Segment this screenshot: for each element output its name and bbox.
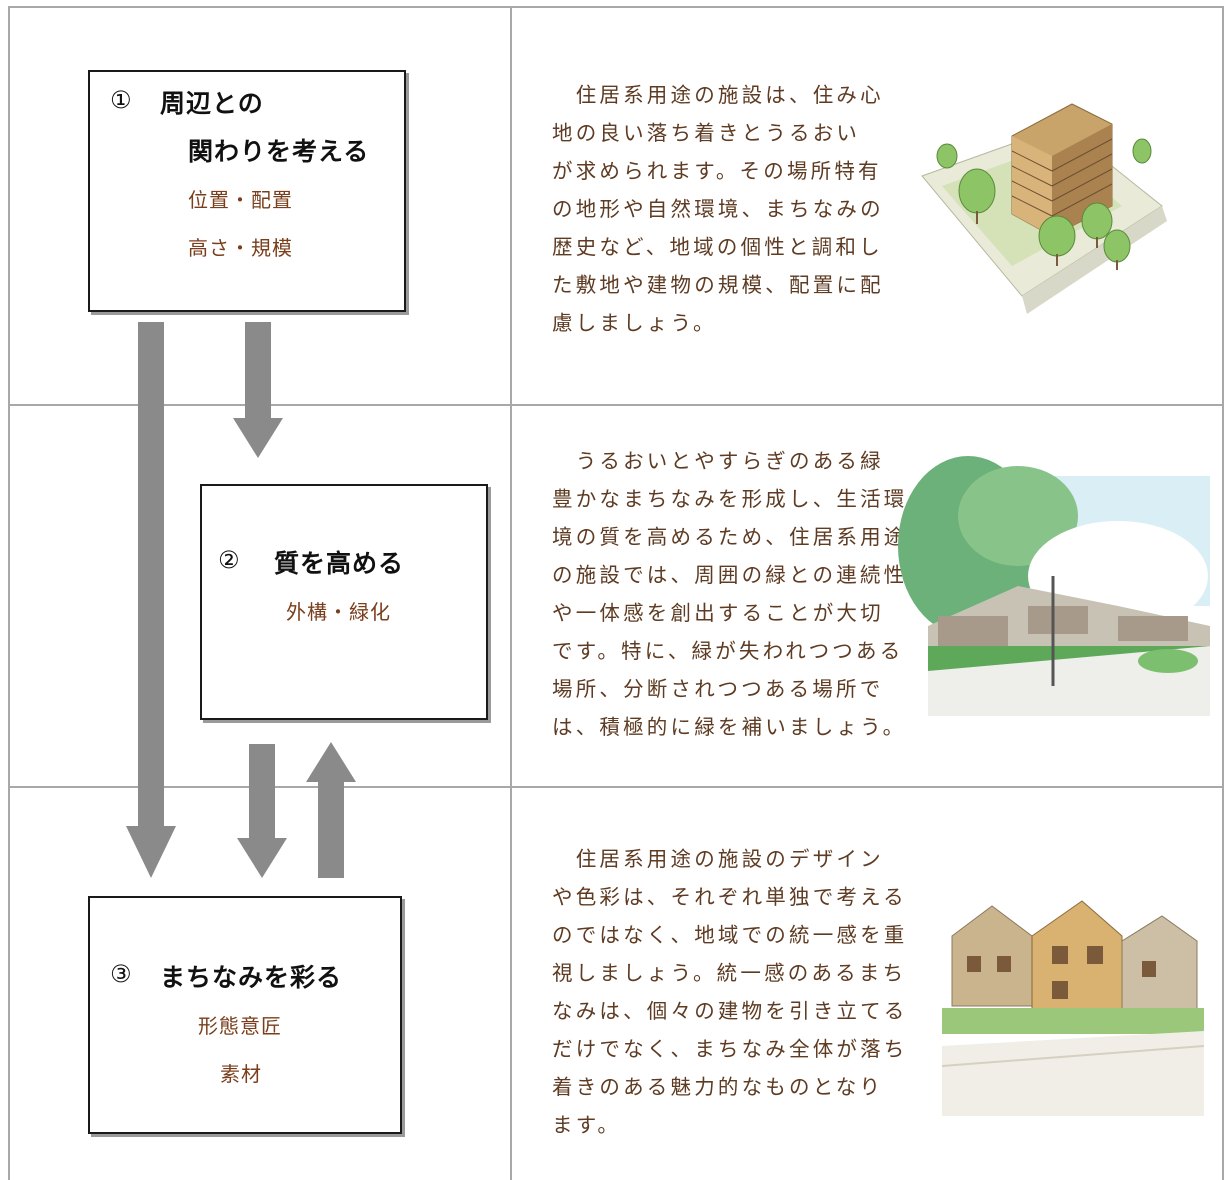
step-title-3: まちなみを彩る [160,963,343,992]
grid-right-border [1222,6,1224,1180]
description-3-line: 住居系用途の施設のデザイン [552,847,884,871]
grid-column-divider [510,6,512,1180]
step-title-1-line-1: 周辺との [160,89,264,118]
description-1-line: た敷地や建物の規模、配置に配 [552,273,884,297]
grid-row-divider-2 [8,786,1224,788]
description-1-line: 住居系用途の施設は、住み心 [552,83,884,107]
description-2: うるおいとやすらぎのある緑 豊かなまちなみを形成し、生活環 境の質を高めるため、… [552,442,908,746]
description-2-line: うるおいとやすらぎのある緑 [552,449,884,473]
step-subitem-3-b: 素材 [220,1062,262,1086]
step-title-2: 質を高める [274,549,405,578]
step-subitem-1-b: 高さ・規模 [188,236,293,260]
description-1: 住居系用途の施設は、住み心 地の良い落ち着きとうるおい が求められます。その場所… [552,76,884,342]
description-1-line: の地形や自然環境、まちなみの [552,197,884,221]
step-number-3: ③ [110,960,132,988]
description-1-line: 地の良い落ち着きとうるおい [552,121,861,145]
description-1-line: が求められます。その場所特有 [552,159,882,183]
grid-left-border [8,6,10,1180]
description-3-line: 視しましょう。統一感のあるまち [552,961,907,985]
arrow-down-long [126,322,176,878]
townhouse-street-illustration [941,896,1205,1116]
green-streetscape-illustration [898,456,1210,716]
description-2-line: は、積極的に緑を補いましょう。 [552,715,907,739]
description-2-line: 場所、分断されつつある場所で [552,677,884,701]
arrow-up-to-step2 [306,742,356,878]
description-3-line: のではなく、地域での統一感を重 [552,923,908,947]
description-1-line: 慮しましょう。 [552,311,717,335]
description-2-line: です。特に、緑が失われつつある [552,639,904,663]
arrow-down-to-step3 [237,744,287,878]
step-number-2: ② [218,546,240,574]
description-3-line: 着きのある魅力的なものとなり [552,1075,884,1099]
description-3: 住居系用途の施設のデザイン や色彩は、それぞれ単独で考える のではなく、地域での… [552,840,908,1144]
arrow-down-to-step2 [233,322,283,458]
step-subitem-3-a: 形態意匠 [198,1014,282,1038]
description-3-line: なみは、個々の建物を引き立てる [552,999,908,1023]
description-3-line: や色彩は、それぞれ単独で考える [552,885,907,909]
step-number-1: ① [110,86,132,114]
description-2-line: 境の質を高めるため、住居系用途 [552,525,908,549]
step-subitem-2-a: 外構・緑化 [286,600,391,624]
description-2-line: の施設では、周囲の緑との連続性 [552,563,908,587]
step-box-1: ① 周辺との 関わりを考える 位置・配置 高さ・規模 [88,70,406,312]
step-subitem-1-a: 位置・配置 [188,188,293,212]
description-2-line: 豊かなまちなみを形成し、生活環 [552,487,908,511]
step-box-3: ③ まちなみを彩る 形態意匠 素材 [88,896,402,1134]
grid-row-divider-1 [8,404,1224,406]
description-2-line: や一体感を創出することが大切 [552,601,884,625]
description-3-line: だけでなく、まちなみ全体が落ち [552,1037,908,1061]
description-1-line: 歴史など、地域の個性と調和し [552,235,883,259]
apartment-building-illustration [921,103,1167,314]
description-3-line: ます。 [552,1113,622,1137]
step-box-2: ② 質を高める 外構・緑化 [200,484,488,720]
grid-top-border [8,6,1224,8]
step-title-1-line-2: 関わりを考える [188,137,370,166]
